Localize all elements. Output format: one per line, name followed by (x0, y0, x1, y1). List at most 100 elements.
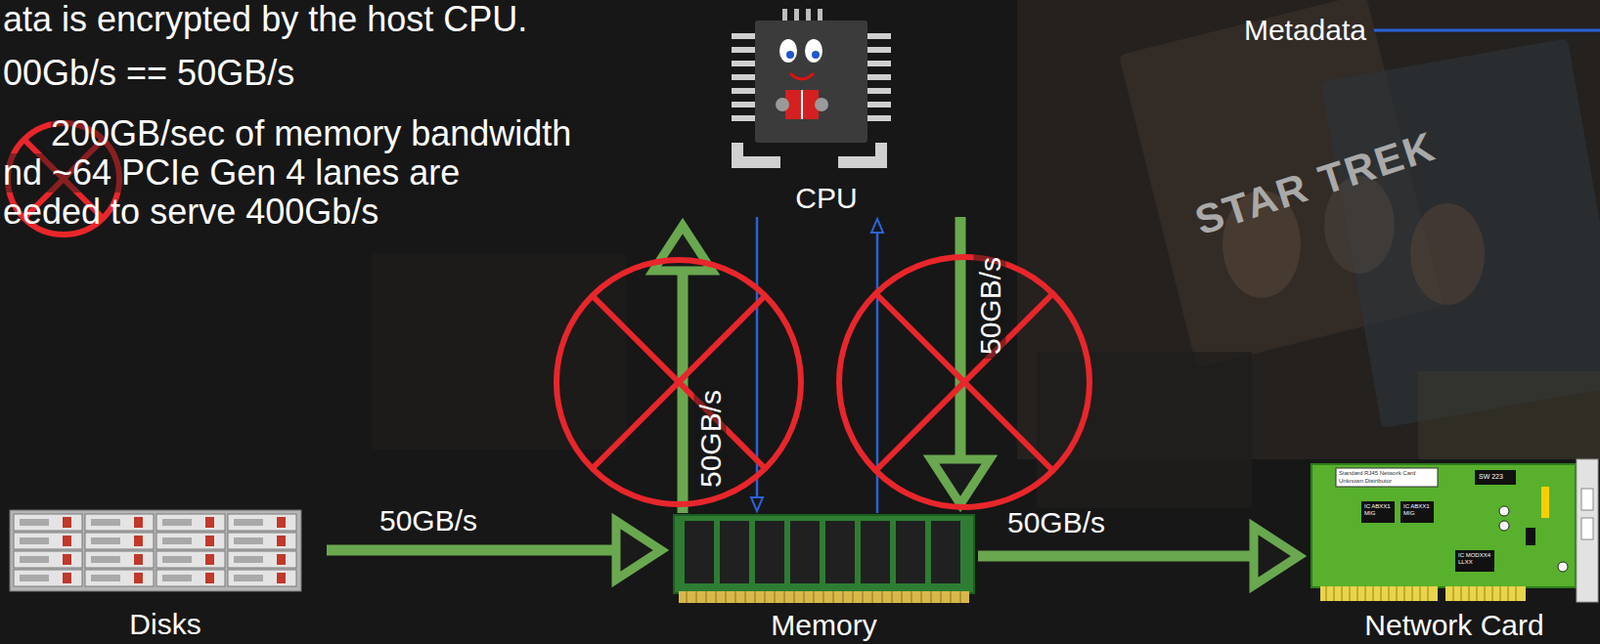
network-card-icon (1576, 459, 1599, 603)
cpu-icon (804, 39, 823, 63)
poster-background (1036, 352, 1252, 509)
legend-text: Metadata (1244, 13, 1367, 46)
poster-background (1418, 371, 1600, 460)
cpu-icon (790, 73, 814, 80)
slide-bullet-text: 200GB/sec of memory bandwidth (50, 114, 572, 154)
disk-array-icon (13, 533, 83, 550)
disk-array-icon (9, 510, 302, 592)
cpu-icon (867, 60, 891, 67)
arrow-shaft (955, 217, 967, 460)
network-card-icon (1311, 464, 1576, 588)
cpu-icon (867, 115, 891, 122)
cpu-icon (731, 142, 781, 169)
red-cross (592, 296, 765, 469)
poster-background (371, 254, 626, 450)
network-card-icon (1335, 468, 1438, 488)
arrow-head (751, 497, 763, 512)
network-card-icon (1311, 459, 1599, 603)
arrow-shaft (977, 551, 1254, 563)
red-cross (592, 296, 765, 469)
network-card-icon (1474, 470, 1516, 486)
slide-bullet-text: eeded to serve 400Gb/s (2, 192, 379, 232)
cpu-icon (867, 74, 891, 81)
component-label: CPU (795, 181, 857, 217)
network-card-icon (1455, 550, 1495, 573)
poster-background (1321, 38, 1600, 429)
cpu-icon (867, 33, 891, 40)
red-cross (876, 294, 1053, 471)
data-flow-arrow (326, 521, 662, 580)
memory-stick-icon (755, 521, 785, 584)
cpu-icon (731, 101, 756, 108)
disk-array-icon (13, 551, 83, 569)
bandwidth-label: 50GB/s (694, 386, 727, 492)
red-cross (839, 257, 1090, 508)
network-card-icon (1445, 586, 1526, 602)
disk-array-icon (227, 551, 297, 569)
network-card-icon (1361, 501, 1395, 524)
bandwidth-label: 50GB/s (375, 504, 482, 537)
memory-node: Memory (673, 515, 975, 643)
disk-array-icon (156, 533, 225, 550)
red-cross (556, 260, 801, 505)
memory-stick-icon (684, 521, 714, 584)
disk-array-icon (13, 570, 83, 587)
slide-bullet-text: ata is encrypted by the host CPU. (2, 0, 528, 40)
cpu-icon (867, 46, 891, 53)
disk-array-icon (227, 533, 297, 550)
network-card-icon (1541, 487, 1550, 519)
arrow-head (871, 219, 884, 233)
disk-array-icon (85, 533, 154, 550)
memory-stick-icon (931, 521, 961, 584)
network-card-icon (1557, 562, 1568, 573)
cpu-icon (785, 89, 819, 120)
memory-stick-icon (673, 515, 975, 604)
cpu-icon (731, 115, 756, 122)
disk-array-icon (85, 570, 154, 587)
slide-bullet-text: nd ~64 PCIe Gen 4 lanes are (2, 153, 460, 193)
card-marking: IC ABXX1 MIG (1364, 503, 1394, 517)
cpu-icon (731, 60, 756, 67)
memory-stick-icon (678, 591, 970, 604)
poster-background (1410, 203, 1485, 306)
network-card-icon (1581, 518, 1594, 540)
cpu-icon (867, 101, 891, 108)
memory-stick-icon (686, 591, 961, 604)
cpu-icon (794, 8, 800, 22)
red-cross (876, 294, 1053, 471)
cpu-icon (755, 20, 868, 143)
card-marking: Standard RJ45 Network Card (1338, 470, 1416, 478)
cpu-icon (782, 8, 788, 22)
disk-array-icon (13, 514, 83, 532)
cpu-icon (814, 97, 829, 112)
slide-bullet-text: 00Gb/s == 50GB/s (2, 53, 295, 93)
disk-array-icon (9, 510, 302, 592)
arrow-head (931, 459, 990, 505)
memory-stick-icon (790, 521, 820, 584)
network-card-node: Network Card (1311, 464, 1598, 643)
arrow-head (1253, 527, 1299, 586)
bandwidth-label: 50GB/s (1003, 506, 1110, 539)
disk-array-icon (156, 570, 225, 587)
cpu-icon (731, 88, 756, 94)
red-cross (839, 257, 1090, 508)
network-card-icon (1499, 521, 1510, 532)
cpu-icon (838, 142, 888, 169)
component-label: Network Card (1364, 609, 1544, 644)
arrow-head (616, 521, 662, 580)
cpu-icon (867, 88, 891, 94)
network-card-icon (1326, 586, 1516, 602)
component-label: Disks (129, 608, 201, 643)
disk-array-icon (156, 551, 225, 569)
cpu-node: CPU (665, 3, 988, 216)
bandwidth-label: 50GB/s (974, 253, 1007, 359)
cpu-icon (800, 89, 803, 120)
network-card-icon (1581, 488, 1594, 511)
disk-array-icon (227, 570, 297, 587)
disk-array-icon (85, 551, 154, 569)
cpu-icon (779, 39, 798, 63)
disk-array-icon (227, 514, 297, 532)
cpu-icon (731, 33, 756, 40)
card-marking: IC ABXX1 MIG (1403, 503, 1433, 517)
